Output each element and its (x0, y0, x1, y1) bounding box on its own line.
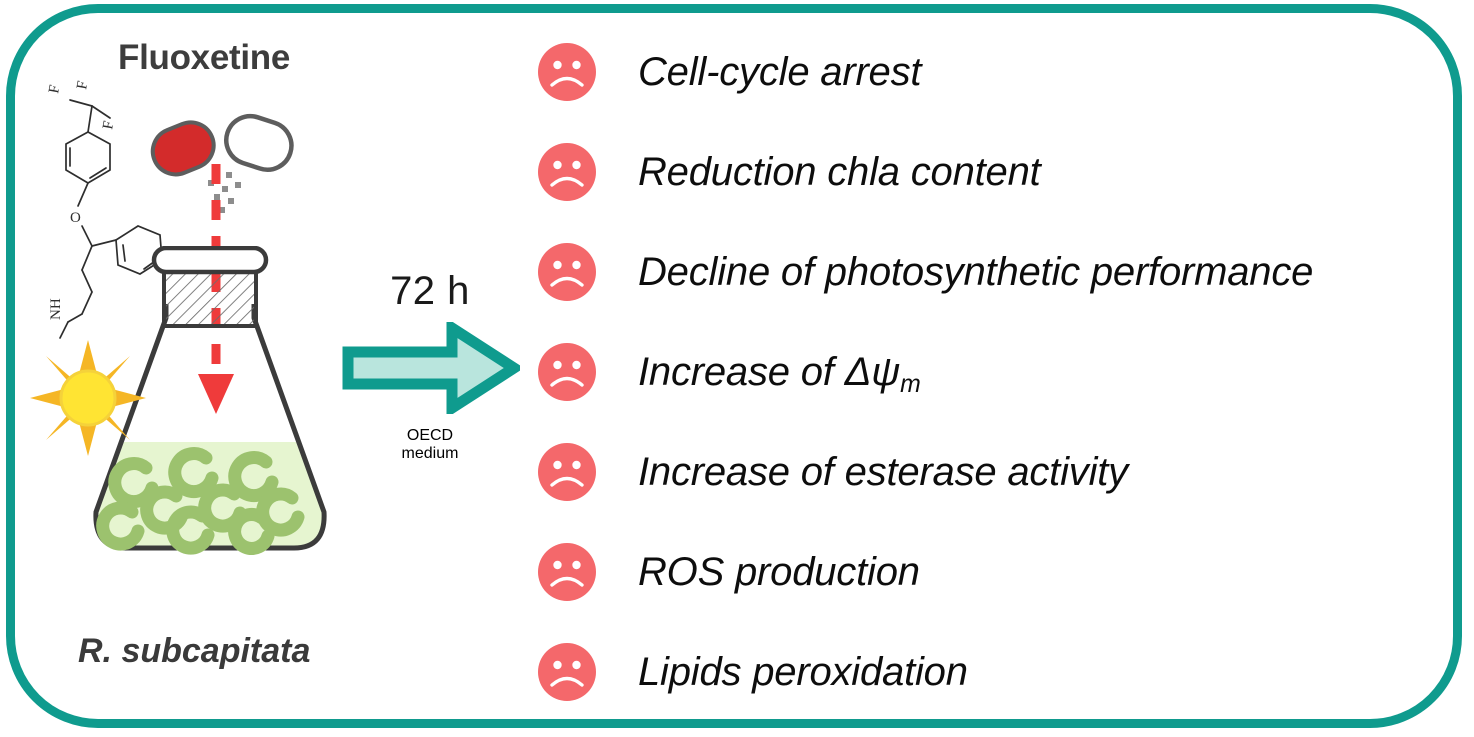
open-capsule-icon (150, 113, 294, 213)
erlenmeyer-flask-icon (93, 246, 327, 555)
sad-face-icon (538, 43, 596, 101)
effect-label: Reduction chla content (638, 149, 1041, 194)
effect-label: Cell-cycle arrest (638, 49, 922, 94)
experimental-conditions: 72 h OECD medium (330, 270, 530, 463)
effects-list: Cell-cycle arrest Reduction chla content… (538, 22, 1468, 722)
sad-face-icon (538, 643, 596, 701)
atom-label-f: F (74, 80, 91, 91)
effect-row-2: Decline of photosynthetic performance (538, 222, 1468, 322)
effect-label: ROS production (638, 549, 920, 594)
atom-label-nh: NH (48, 298, 64, 320)
compound-title: Fluoxetine (118, 38, 291, 77)
effect-label: Increase of Δψm (638, 349, 921, 398)
sad-face-icon (538, 443, 596, 501)
medium-label-line1: OECD (406, 427, 454, 444)
effect-label: Increase of esterase activity (638, 449, 1128, 494)
medium-label: OECD medium (330, 427, 530, 463)
atom-label-f: F (46, 84, 63, 95)
exposure-duration-label: 72 h (390, 269, 470, 313)
algae-cells (96, 447, 305, 555)
species-label: R. subcapitata (78, 632, 311, 670)
atom-label-f: F (100, 120, 117, 131)
sun-icon (30, 340, 146, 456)
effect-label: Decline of photosynthetic performance (638, 249, 1314, 294)
exposure-scenario-panel: Fluoxetine (0, 0, 530, 737)
effect-label-subscript: m (900, 370, 921, 398)
sun-core (59, 369, 117, 427)
effect-row-4: Increase of esterase activity (538, 422, 1468, 522)
sad-face-icon (538, 343, 596, 401)
effect-row-5: ROS production (538, 522, 1468, 622)
sad-face-icon (538, 143, 596, 201)
effect-row-3: Increase of Δψm (538, 322, 1468, 422)
effect-row-6: Lipids peroxidation (538, 622, 1468, 722)
sad-face-icon (538, 243, 596, 301)
medium-label-line2: medium (401, 445, 459, 462)
right-arrow-icon (342, 317, 525, 419)
effect-label: Lipids peroxidation (638, 649, 968, 694)
sad-face-icon (538, 543, 596, 601)
effect-row-0: Cell-cycle arrest (538, 22, 1468, 122)
red-dashed-dosing-arrow-icon (198, 164, 234, 414)
effect-row-1: Reduction chla content (538, 122, 1468, 222)
atom-label-o: O (70, 210, 81, 226)
